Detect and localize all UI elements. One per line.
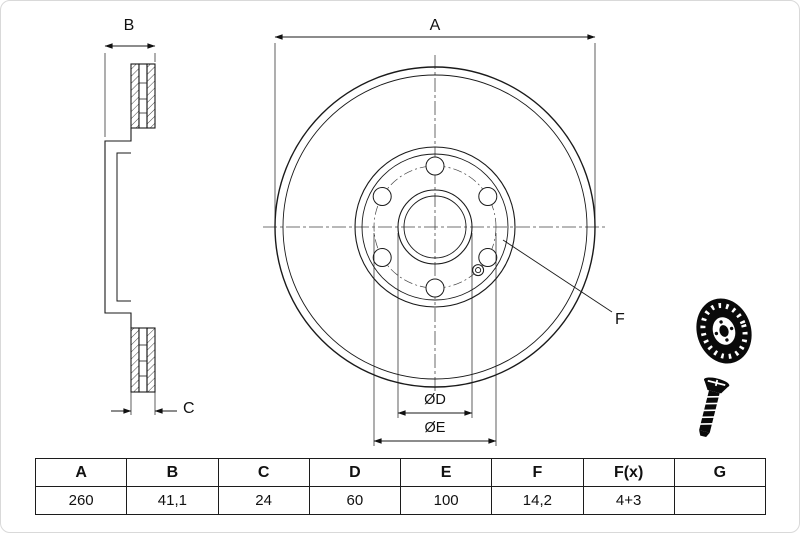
dim-label-c: C [183,400,195,417]
bolt-hole [372,187,392,206]
value-e: 100 [399,486,493,515]
table-value-row: 260 41,1 24 60 100 14,2 4+3 [34,486,767,515]
bolt-hole [478,187,498,206]
rim-plate [146,63,156,129]
screw-icon [699,377,730,438]
brake-disc-3d-icon [696,298,752,364]
bolt-hole [425,278,445,298]
dim-label-e: ØE [425,420,446,436]
dim-label-a: A [430,17,441,34]
disc-inner-edge [282,74,588,380]
center-bore-inner [403,195,467,259]
center-bore-outer [397,189,473,265]
rim-plate [130,63,140,129]
col-header-e: E [399,458,493,487]
value-d: 60 [308,486,402,515]
dim-label-d: ØD [424,392,446,408]
leader-line-f [502,239,613,313]
col-header-b: B [126,458,219,487]
hub-inner-circle [361,153,509,301]
bolt-hole [372,248,392,267]
value-b: 41,1 [126,486,219,515]
side-section-view [104,63,156,393]
col-header-c: C [217,458,310,487]
disc-outer-edge [274,66,596,388]
col-header-f: F [491,458,584,487]
hat-inner-profile [116,152,131,302]
locating-hole [472,264,485,277]
front-view [263,55,607,391]
value-c: 24 [217,486,310,515]
bolt-hole [425,156,445,176]
col-header-fx: F(x) [582,458,675,487]
value-a: 260 [34,486,128,515]
hub-outer-circle [354,146,516,308]
vent-channel [138,327,148,393]
bolt-hole [478,248,498,267]
brake-disc-drawing: A B C ØD ØE F [104,17,752,446]
table-header-row: A B C D E F F(x) G [34,458,767,487]
dimensions: A B C ØD ØE F [104,17,625,446]
value-f: 14,2 [491,486,584,515]
col-header-d: D [308,458,402,487]
col-header-g: G [673,458,767,487]
bolt-holes [372,156,498,298]
col-header-a: A [34,458,128,487]
bolt-circle-centerline [373,165,497,289]
dim-label-b: B [124,17,135,34]
value-fx: 4+3 [582,486,675,515]
hat-outer-profile [104,128,132,328]
rim-plate [146,327,156,393]
dim-label-f: F [615,311,625,328]
dimension-table: A B C D E F F(x) G 260 41,1 24 60 100 14… [34,458,767,515]
rim-plate [130,327,140,393]
value-g [673,486,767,515]
vent-channel [138,63,148,129]
